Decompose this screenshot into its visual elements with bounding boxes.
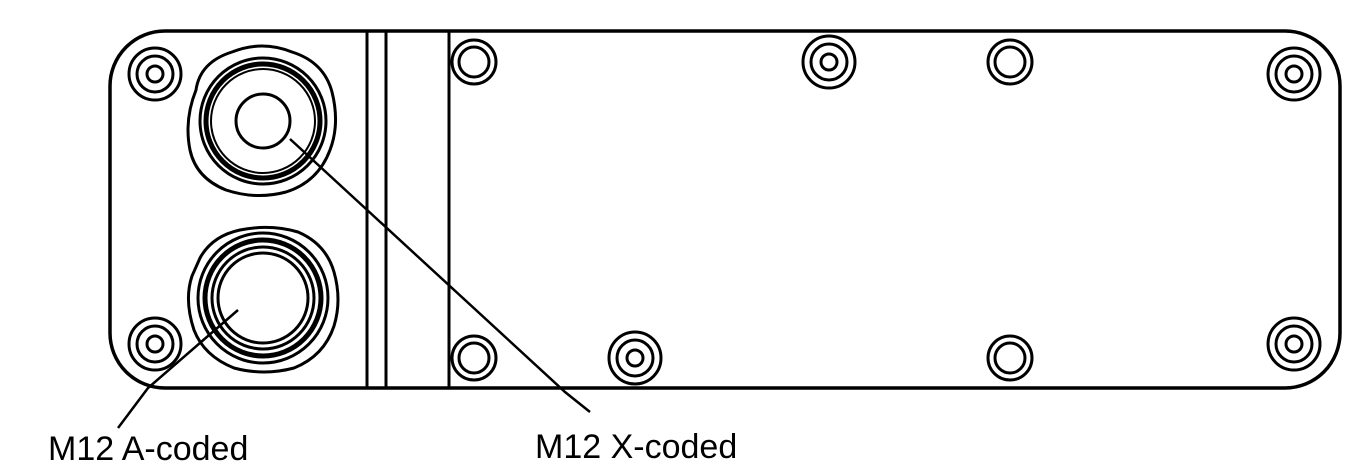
screw-bottom-right xyxy=(1266,316,1322,372)
screw-top-left xyxy=(127,46,183,102)
hole-top-right xyxy=(986,38,1034,86)
hole-bottom-right xyxy=(986,334,1034,382)
label-m12-x-coded: M12 X-coded xyxy=(535,428,738,466)
hole-top-left xyxy=(450,38,498,86)
screw-bottom-left xyxy=(127,316,183,372)
screw-bottom-middle xyxy=(607,330,663,386)
leader-line-x-coded xyxy=(289,138,591,413)
housing-outline xyxy=(108,29,1342,390)
leader-line-a-coded xyxy=(117,309,239,429)
connector-x-coded xyxy=(186,44,337,197)
screw-top-middle xyxy=(801,34,857,90)
connector-a-coded xyxy=(187,225,340,374)
screw-top-right xyxy=(1266,46,1322,102)
label-m12-a-coded: M12 A-coded xyxy=(48,430,249,468)
hole-bottom-left xyxy=(450,334,498,382)
